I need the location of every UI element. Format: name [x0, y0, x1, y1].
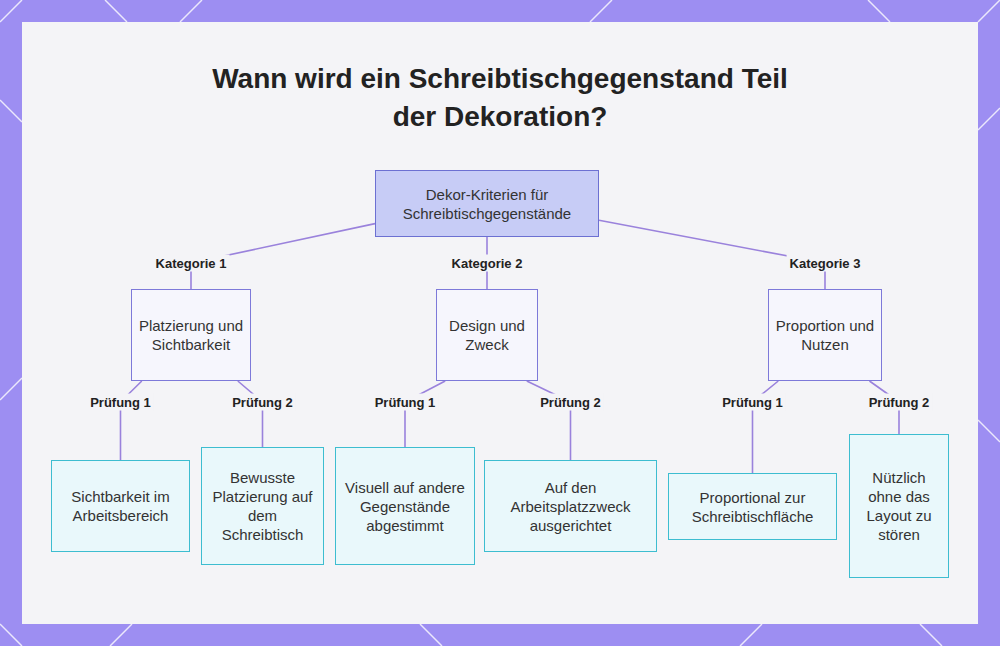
criterion-box: Sichtbarkeit im Arbeitsbereich	[51, 460, 190, 552]
criterion-box: Auf den Arbeitsplatzzweck ausgerichtet	[484, 460, 657, 552]
text-wrap: Proportional zur Schreibtischfläche	[675, 488, 830, 526]
criterion-box: Visuell auf andere Gegenstände abgestimm…	[335, 447, 475, 565]
category-box: Design und Zweck	[436, 289, 538, 381]
root-box: Dekor-Kriterien für Schreibtischgegenstä…	[375, 170, 599, 237]
category-box: Platzierung und Sichtbarkeit	[131, 289, 251, 381]
edge-label: Prüfung 1	[719, 394, 786, 411]
connector	[238, 381, 263, 447]
node-text: Visuell auf andere Gegenstände abgestimm…	[342, 478, 468, 535]
text-wrap: Nützlich ohne das Layout zu stören	[856, 468, 942, 544]
connector	[405, 381, 445, 447]
edge-label: Prüfung 2	[229, 394, 296, 411]
node-text: Dekor-Kriterien für Schreibtischgegenstä…	[382, 185, 592, 223]
node-text: Bewusste Platzierung auf dem Schreibtisc…	[208, 468, 317, 544]
diagram-title: Wann wird ein Schreibtischgegenstand Tei…	[205, 60, 795, 136]
text-wrap: Dekor-Kriterien für Schreibtischgegenstä…	[382, 185, 592, 223]
text-wrap: Platzierung und Sichtbarkeit	[138, 316, 244, 354]
criterion-box: Proportional zur Schreibtischfläche	[668, 473, 837, 540]
text-wrap: Proportion und Nutzen	[775, 316, 875, 354]
edge-label: Kategorie 2	[449, 255, 526, 272]
text-wrap: Bewusste Platzierung auf dem Schreibtisc…	[208, 468, 317, 544]
edge-label: Prüfung 1	[372, 394, 439, 411]
edge-label: Prüfung 1	[87, 394, 154, 411]
text-wrap: Auf den Arbeitsplatzzweck ausgerichtet	[491, 478, 650, 535]
category-box: Proportion und Nutzen	[768, 289, 882, 381]
text-wrap: Design und Zweck	[443, 316, 531, 354]
edge-label: Prüfung 2	[537, 394, 604, 411]
node-text: Proportional zur Schreibtischfläche	[675, 488, 830, 526]
edge-label: Kategorie 1	[153, 255, 230, 272]
node-text: Design und Zweck	[443, 316, 531, 354]
node-text: Nützlich ohne das Layout zu stören	[856, 468, 942, 544]
node-text: Platzierung und Sichtbarkeit	[138, 316, 244, 354]
edge-label: Kategorie 3	[787, 255, 864, 272]
node-text: Auf den Arbeitsplatzzweck ausgerichtet	[491, 478, 650, 535]
node-text: Proportion und Nutzen	[775, 316, 875, 354]
text-wrap: Sichtbarkeit im Arbeitsbereich	[58, 487, 183, 525]
edge-label: Prüfung 2	[866, 394, 933, 411]
criterion-box: Bewusste Platzierung auf dem Schreibtisc…	[201, 447, 324, 565]
text-wrap: Visuell auf andere Gegenstände abgestimm…	[342, 478, 468, 535]
node-text: Sichtbarkeit im Arbeitsbereich	[58, 487, 183, 525]
criterion-box: Nützlich ohne das Layout zu stören	[849, 434, 949, 578]
